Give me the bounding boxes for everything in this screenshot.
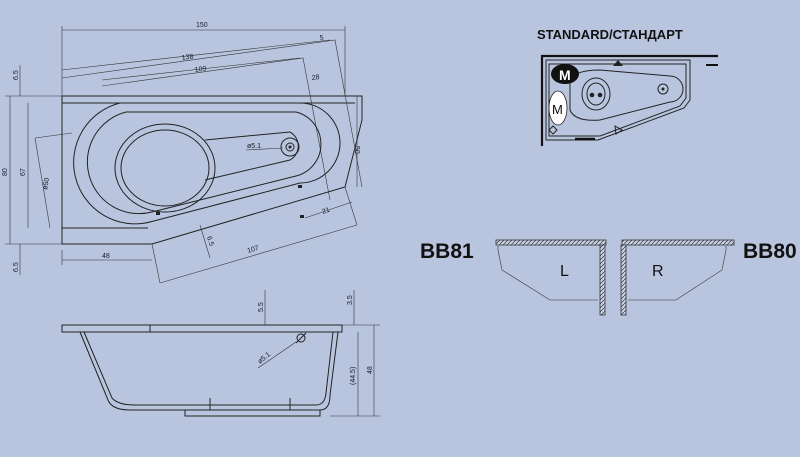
dim-5: 5	[319, 35, 324, 42]
side-dim-5-5: 5.5	[258, 302, 265, 312]
dim-diameter-50-left: ø50	[42, 177, 51, 190]
dim-150: 150	[196, 22, 208, 29]
dim-80: 80	[2, 168, 9, 176]
variant-left-label: L	[560, 263, 569, 280]
dim-138: 138	[181, 54, 194, 62]
variant-left-code: BB81	[420, 240, 474, 263]
badge-m-dark-label: M	[559, 67, 571, 83]
dim-48: 48	[102, 253, 110, 260]
badge-m-light	[548, 90, 568, 126]
standard-title: STANDARD/СТАНДАРТ	[537, 27, 683, 42]
dim-6-5-diag: 6.5	[205, 236, 215, 247]
dim-6-5-top: 6.5	[13, 70, 20, 80]
dim-diameter-5-1: ø5.1	[247, 143, 261, 150]
variant-right: R BB80	[620, 239, 797, 316]
dim-107: 107	[247, 245, 260, 255]
standard-view: STANDARD/СТАНДАРТ M M	[537, 27, 718, 146]
variant-left: BB81 L	[420, 239, 607, 316]
side-dim-48: 48	[367, 366, 374, 374]
dim-67: 67	[20, 168, 27, 176]
dim-50-right: 50	[353, 146, 360, 154]
variant-right-label: R	[652, 263, 664, 280]
variant-right-code: BB80	[743, 240, 797, 263]
side-view: ø5.1 5.5 3.5 (44.5) 48	[61, 290, 380, 417]
side-dim-3-5: 3.5	[347, 295, 354, 305]
dim-28: 28	[311, 74, 320, 82]
side-dim-44-5: (44.5)	[350, 367, 357, 385]
badge-m-dark	[551, 64, 579, 84]
badge-m-light-label: M	[552, 102, 563, 117]
dim-6-5-bottom: 6.5	[13, 262, 20, 272]
top-view: 150 138 5 109 28 80 67 6.5 6.5 ø50 50 ø5…	[2, 22, 363, 284]
dim-109: 109	[194, 66, 207, 74]
dim-21: 21	[321, 207, 331, 216]
